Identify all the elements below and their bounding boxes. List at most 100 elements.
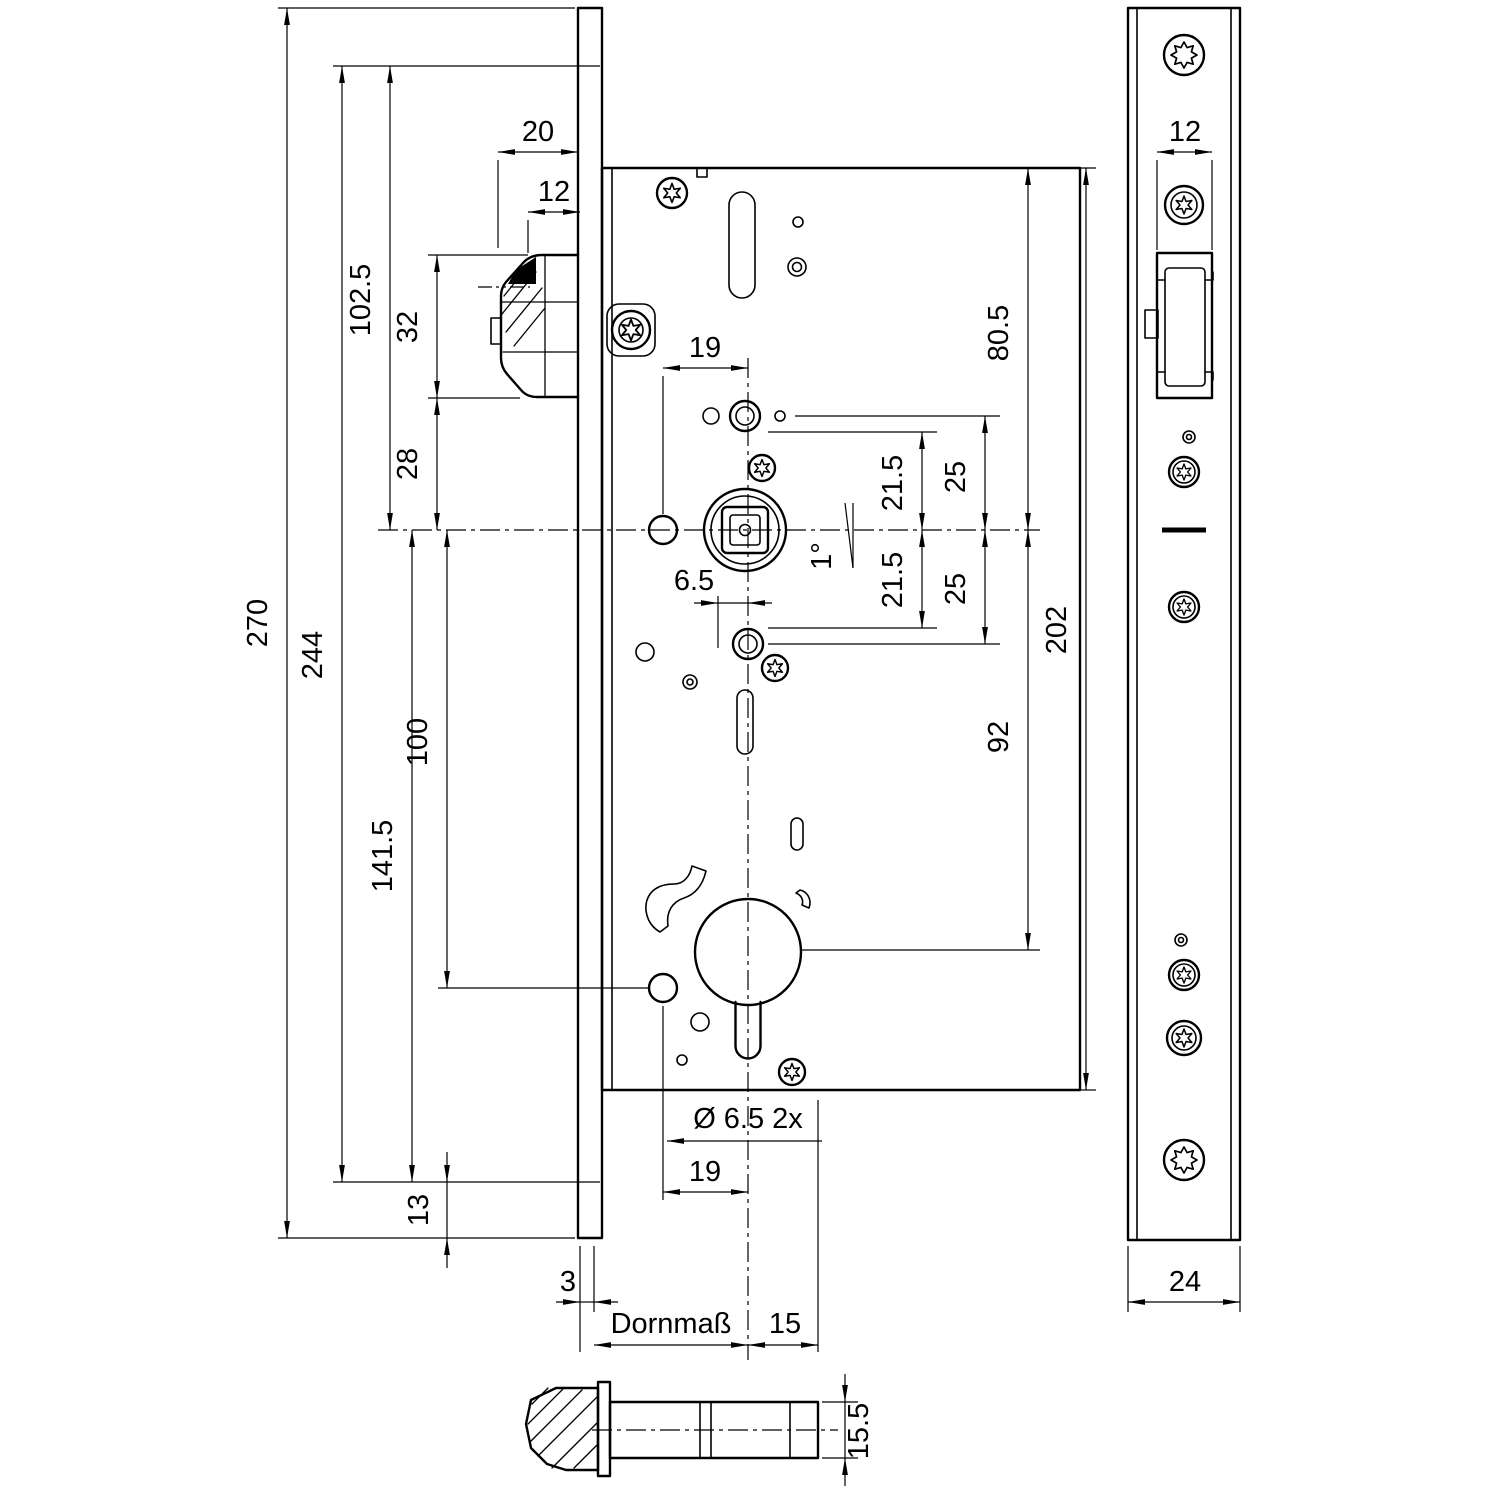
dim-12-latch-label: 12: [538, 176, 570, 208]
pin-hole: [1185, 433, 1193, 441]
dim-6-5: 6.5: [674, 565, 772, 648]
dim-dornmass: Dornmaß: [594, 1308, 748, 1348]
torx-icon: [662, 182, 682, 204]
dim-12-strike: 12: [1156, 116, 1213, 250]
latch-guide-pin: [490, 317, 502, 345]
dim-202-label: 202: [1041, 606, 1073, 654]
guide-slot: [736, 689, 754, 755]
pin-hole: [635, 642, 655, 662]
dim-15: 15: [748, 1100, 819, 1352]
dim-100: 100: [402, 530, 648, 989]
pawl-lever: [645, 865, 707, 933]
dim-102-5: 102.5: [345, 66, 393, 530]
latch-opening: [1144, 251, 1214, 400]
fixing-hole-top: [647, 514, 679, 546]
case-top-notch: [696, 167, 708, 178]
dim-32: 32: [392, 254, 528, 399]
pin-hole: [676, 1054, 688, 1066]
torx-icon: [766, 658, 784, 678]
pin-hole: [787, 257, 807, 277]
latch-face-section: [508, 257, 536, 284]
lower-hub-inner: [738, 634, 758, 654]
pin-hole: [791, 261, 803, 273]
centerlines: [378, 286, 1040, 1431]
pin-hole: [792, 216, 804, 228]
plate-screw: [1167, 455, 1201, 489]
dim-21-5-lower: 21.5: [768, 530, 937, 629]
torx-icon: [1170, 1146, 1198, 1174]
dim-244-label: 244: [297, 631, 329, 679]
dim-141-5-label: 141.5: [367, 820, 399, 893]
case-screw: [777, 1057, 807, 1087]
dim-28-label: 28: [392, 448, 424, 480]
case-top-screw: [655, 176, 689, 210]
fixing-hole-bottom: [647, 972, 679, 1004]
dim-15-5: 15.5: [822, 1374, 875, 1486]
dim-6-5-label: 6.5: [674, 565, 714, 597]
dim-dia-6-5-label: Ø 6.5 2x: [693, 1103, 803, 1135]
torx-icon: [1176, 463, 1192, 481]
dim-12-strike-label: 12: [1169, 116, 1201, 148]
plate-screw-torx8-bottom: [1162, 1138, 1206, 1182]
dim-angle-1: 1°: [806, 542, 838, 570]
angle-indicator: [844, 502, 854, 569]
dim-202: 202: [1041, 168, 1096, 1091]
dim-28: 28: [392, 398, 440, 530]
lower-hub: [731, 627, 765, 661]
small-hook: [795, 889, 811, 909]
torx-icon: [1175, 1028, 1193, 1048]
torx-icon: [1176, 966, 1192, 984]
strike-plate: [1126, 6, 1242, 1242]
latch-cross-section-view: [524, 1380, 820, 1478]
dim-19-bottom-label: 19: [689, 1156, 721, 1188]
dim-15-5-label: 15.5: [843, 1403, 875, 1459]
dim-21-5-lower-label: 21.5: [877, 552, 909, 608]
dim-80-5-label: 80.5: [983, 305, 1015, 361]
dim-15-label: 15: [769, 1308, 801, 1340]
plate-screw: [1167, 590, 1201, 624]
dim-13-label: 13: [403, 1194, 435, 1226]
strike-plate-view: [1126, 6, 1242, 1242]
plate-screw-torx8-top: [1162, 33, 1206, 77]
dim-20: 20: [497, 116, 578, 248]
dim-24: 24: [1127, 1246, 1241, 1312]
dim-25-lower: 25: [768, 530, 1000, 645]
lock-case: [600, 166, 1082, 1092]
dim-80-5: 80.5: [983, 167, 1096, 530]
dim-19-bottom: 19: [663, 1156, 748, 1195]
torx-icon: [1175, 195, 1193, 215]
plate-screw: [1167, 958, 1201, 992]
dim-92-label: 92: [983, 721, 1015, 753]
torx-icon: [1176, 598, 1192, 616]
torx-icon: [783, 1062, 801, 1082]
dim-24-label: 24: [1169, 1266, 1201, 1298]
faceplate-screw: [606, 303, 656, 357]
upper-hub-inner: [735, 406, 755, 426]
dim-12-latch: 12: [527, 176, 580, 253]
dim-3: 3: [556, 1246, 618, 1352]
dim-20-label: 20: [522, 116, 554, 148]
pin-hole: [1177, 936, 1185, 944]
dim-3-label: 3: [560, 1266, 576, 1298]
pin-hole: [702, 407, 720, 425]
dim-angle-1-label: 1°: [806, 542, 838, 570]
dim-25-upper-label: 25: [940, 461, 972, 493]
spindle-follower: [702, 487, 788, 573]
plate-screw: [1163, 184, 1205, 226]
torx-icon: [1170, 41, 1198, 69]
euro-cylinder-hole: [693, 897, 803, 1060]
faceplate: [576, 6, 604, 1240]
pin-hole: [774, 410, 786, 422]
dim-dornmass-label: Dornmaß: [611, 1308, 732, 1340]
dim-92: 92: [800, 530, 1040, 951]
pin-hole: [1174, 933, 1188, 947]
case-screw: [760, 653, 790, 683]
pin-hole: [690, 1012, 710, 1032]
latch-shaft: [608, 1400, 820, 1460]
lock-side-view: [490, 6, 1082, 1240]
dim-270-label: 270: [242, 599, 274, 647]
upper-hub: [728, 399, 762, 433]
latch-bolt: [490, 253, 580, 399]
